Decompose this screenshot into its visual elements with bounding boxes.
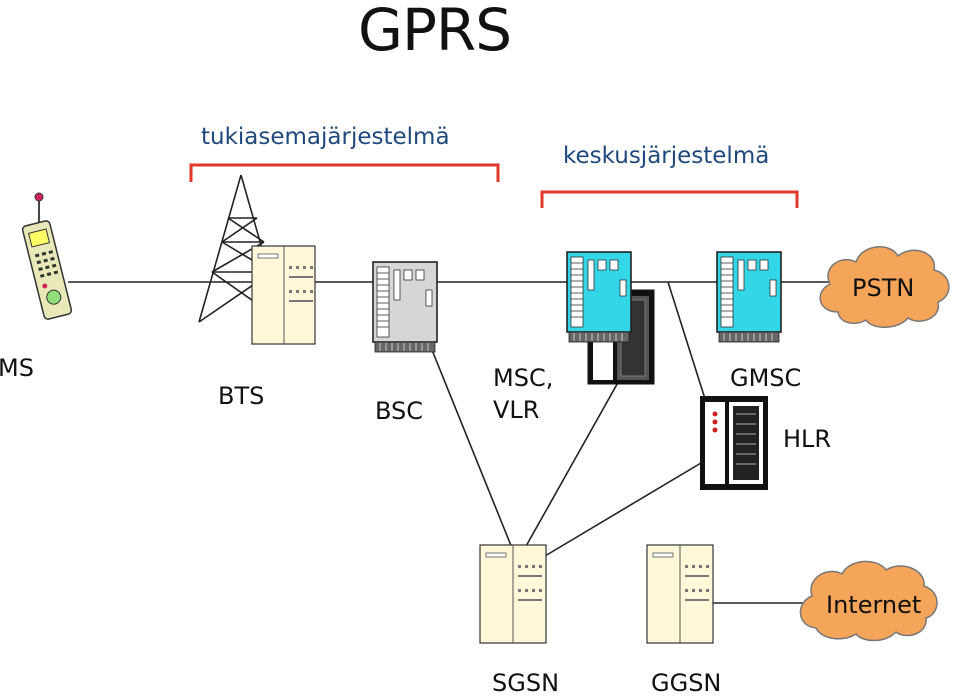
label-sgsn: SGSN (492, 669, 560, 697)
link-bsc-sgsn (431, 349, 513, 549)
bsc-unit-icon (372, 261, 438, 353)
label-gmsc: GMSC (730, 364, 802, 392)
gmsc-unit-icon (716, 251, 782, 343)
label-internet: Internet (826, 591, 922, 619)
bts-server-icon (251, 245, 316, 345)
hlr-cabinet-icon (700, 396, 768, 490)
page-title: GPRS (358, 0, 512, 64)
msc-unit-icon (566, 251, 632, 343)
mobile-phone-icon (21, 192, 73, 320)
label-vlr: VLR (493, 396, 540, 424)
group-label-core: keskusjärjestelmä (563, 143, 770, 169)
internet-cloud-icon (799, 560, 938, 642)
label-pstn: PSTN (852, 274, 915, 302)
label-ggsn: GGSN (651, 669, 722, 697)
group-label-bss: tukiasemajärjestelmä (201, 124, 450, 150)
label-bts: BTS (218, 382, 265, 410)
label-bsc: BSC (375, 397, 424, 425)
link-msc-sgsn (524, 369, 626, 549)
link-hlr-sgsn (544, 459, 707, 557)
connection-lines (68, 281, 835, 604)
link-gmsc-line (667, 281, 707, 403)
sgsn-server-icon (479, 544, 547, 644)
pstn-cloud-icon (819, 246, 950, 328)
bracket-core (540, 190, 799, 208)
label-msc: MSC, (493, 364, 554, 392)
label-hlr: HLR (783, 425, 832, 453)
ggsn-server-icon (646, 544, 714, 644)
bracket-bss (189, 163, 500, 182)
label-ms: MS (0, 354, 34, 382)
